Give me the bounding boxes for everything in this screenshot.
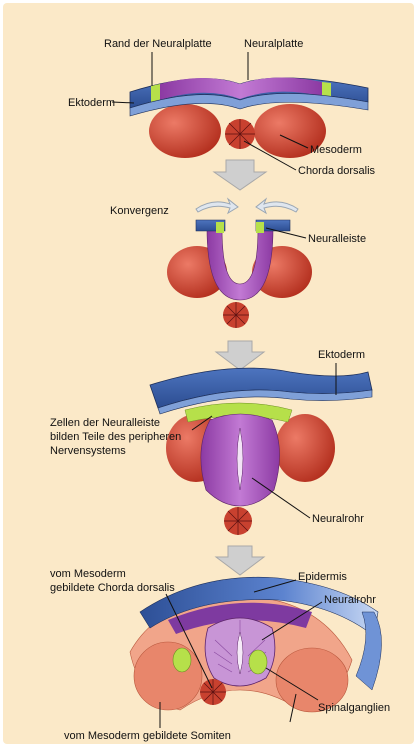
- spinal-ganglion-right: [249, 650, 267, 674]
- neural-plate-edge-left: [151, 84, 160, 102]
- label-vom-mesoderm-line2: gebildete Chorda dorsalis: [50, 582, 175, 594]
- label-epidermis: Epidermis: [298, 571, 347, 583]
- neural-plate-edge-right: [322, 82, 331, 97]
- arrow-down-1: [214, 160, 266, 190]
- convergence-arrow-right: [256, 199, 298, 213]
- convergence-arrow-left: [196, 199, 238, 213]
- neural-crest-right-2: [256, 222, 264, 233]
- label-vom-mesoderm-line1: vom Mesoderm: [50, 568, 126, 580]
- mesoderm-right-3: [275, 414, 335, 482]
- stage-2-convergence: [167, 199, 312, 328]
- label-neuralleiste: Neuralleiste: [308, 233, 366, 245]
- neural-crest-left-2: [216, 222, 224, 233]
- label-ektoderm-3: Ektoderm: [318, 349, 365, 361]
- label-ektoderm-1: Ektoderm: [68, 97, 115, 109]
- label-spinalganglien: Spinalganglien: [318, 702, 390, 714]
- spinal-ganglion-left: [173, 648, 191, 672]
- mesoderm-left-1: [149, 104, 221, 158]
- label-chorda-dorsalis: Chorda dorsalis: [298, 165, 376, 177]
- notochord-rays-3: [224, 507, 252, 535]
- label-neuralplatte: Neuralplatte: [244, 38, 303, 50]
- label-konvergenz: Konvergenz: [110, 205, 169, 217]
- arrow-down-3: [216, 546, 264, 575]
- label-somiten: vom Mesoderm gebildete Somiten: [64, 730, 231, 742]
- label-zellen-line1: Zellen der Neuralleiste: [50, 417, 160, 429]
- label-neuralrohr-3: Neuralrohr: [312, 513, 364, 525]
- label-neuralrohr-4: Neuralrohr: [324, 594, 376, 606]
- somite-left: [134, 642, 202, 710]
- label-rand-der-neuralplatte: Rand der Neuralplatte: [104, 38, 212, 50]
- label-zellen-line3: Nervensystems: [50, 445, 126, 457]
- arrow-down-2: [216, 341, 264, 370]
- label-mesoderm: Mesoderm: [310, 144, 362, 156]
- stage-3-neural-tube: [150, 368, 372, 535]
- label-zellen-line2: bilden Teile des peripheren: [50, 431, 181, 443]
